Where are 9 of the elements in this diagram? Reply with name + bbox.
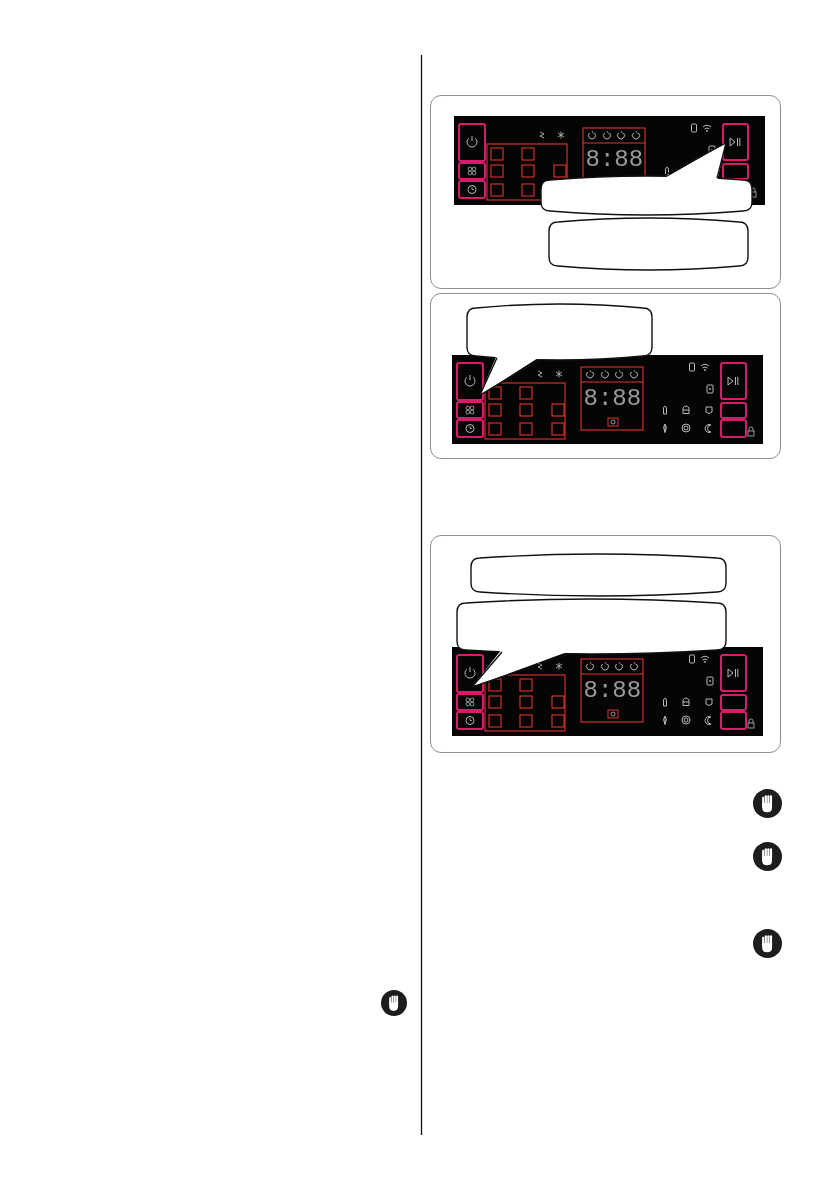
figure-frame [430,95,781,289]
display-digits: 8:88 [583,679,642,703]
display-digits: 8:88 [583,387,642,411]
display-digits: 8:88 [585,148,644,172]
figure-frame [430,535,781,753]
speech-bubble [539,141,753,216]
speech-bubble [547,216,749,271]
speech-bubble [469,552,727,597]
figure-frame [430,293,781,459]
